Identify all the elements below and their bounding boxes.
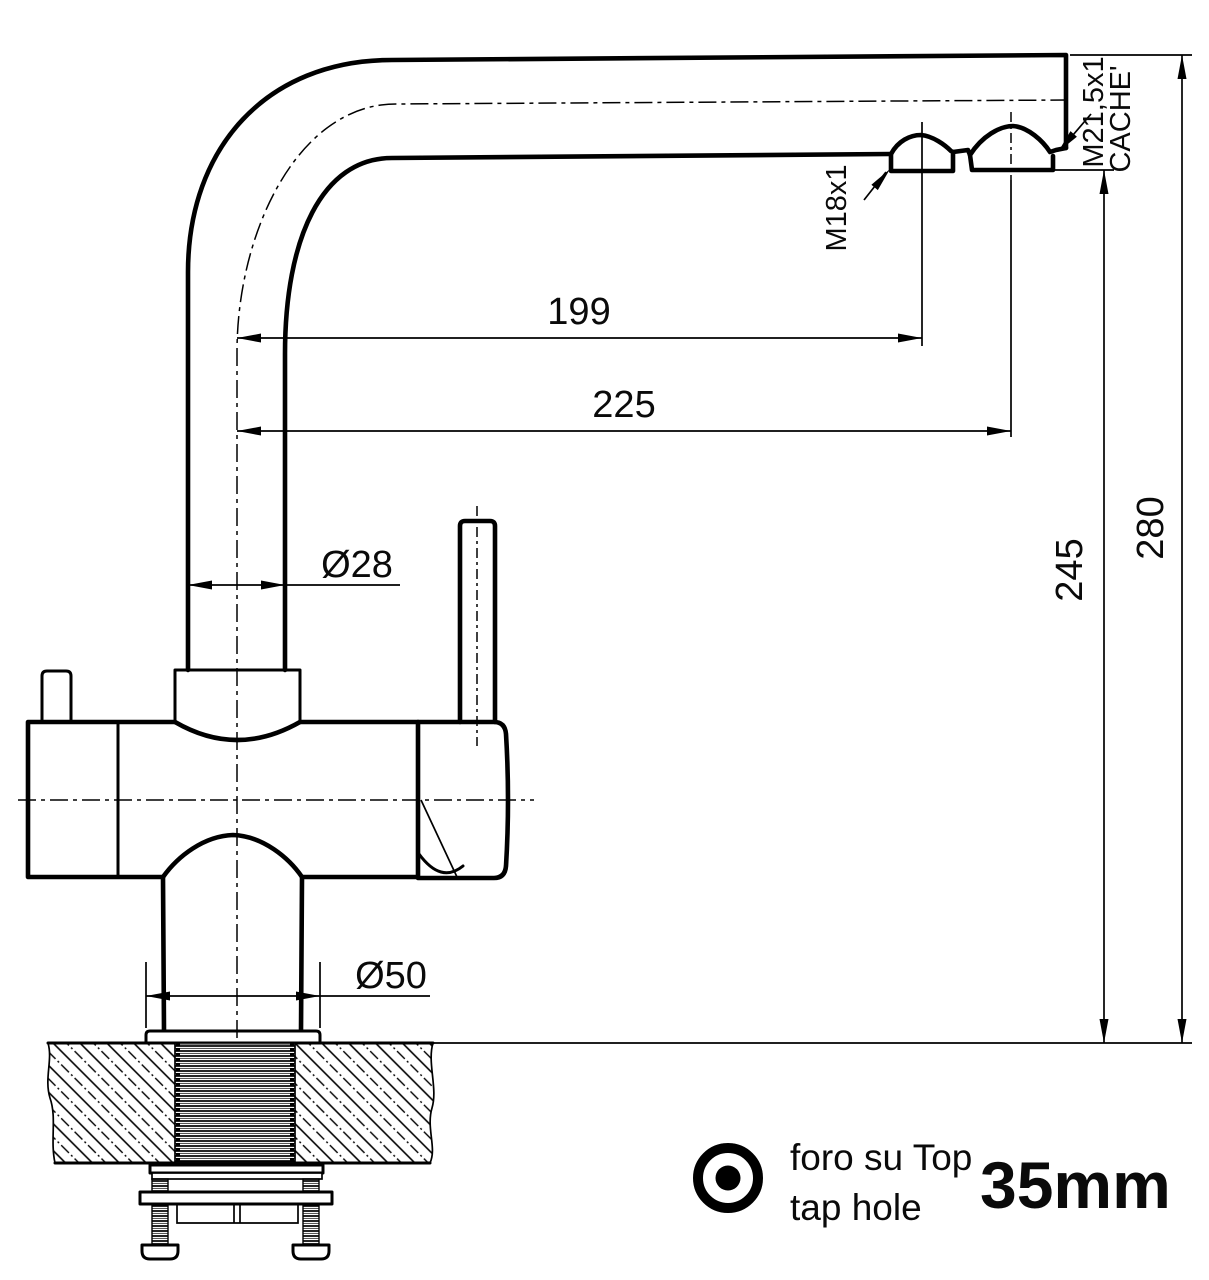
- dimension-label-245: 245: [1049, 538, 1091, 601]
- lever-tilt-arc: [417, 852, 465, 875]
- gasket-plate: [151, 1172, 323, 1180]
- bracket-lower-edge: [176, 1204, 299, 1224]
- countertop-hatch-right: [295, 1043, 434, 1163]
- dimension-225: 225: [237, 180, 1012, 437]
- thread-label-m21-line2: CACHE': [1105, 65, 1137, 172]
- spout-inner-edge: [282, 151, 894, 673]
- stud-right-lower: [302, 1203, 320, 1246]
- dimension-245: 245: [1049, 169, 1114, 1043]
- dimension-d28: Ø28: [188, 544, 400, 590]
- tap-hole-label-english: tap hole: [790, 1187, 922, 1228]
- countertop-section: [46, 1041, 435, 1261]
- centerlines: [18, 99, 1069, 1038]
- bolt-head-right: [291, 1243, 331, 1261]
- thread-label-m21-line1: M21,5x1: [1078, 56, 1110, 167]
- stud-right-upper: [302, 1178, 320, 1193]
- countertop-break-right: [429, 1042, 435, 1164]
- spout-tip-step: [950, 147, 973, 158]
- spout-outer-edge: [185, 52, 1069, 673]
- faucet-outline: [25, 52, 1069, 1045]
- countertop-hatch-left: [47, 1043, 175, 1163]
- tap-hole-label-italian: foro su Top: [790, 1137, 972, 1178]
- dimension-label-280: 280: [1130, 496, 1172, 559]
- countertop-break-left: [47, 1042, 56, 1164]
- dimension-d50: Ø50: [145, 955, 430, 1028]
- washer-plate: [148, 1163, 325, 1175]
- stud-left-upper: [151, 1178, 169, 1193]
- dimension-199: 199: [237, 122, 923, 346]
- thread-label-m18x1: M18x1: [821, 164, 853, 251]
- dimension-label-199: 199: [547, 291, 610, 333]
- threaded-shank: [175, 1043, 295, 1163]
- lever-cap: [415, 719, 511, 881]
- dimension-280: 280: [433, 54, 1192, 1044]
- stud-left-lower: [151, 1203, 169, 1246]
- dimension-label-d28: Ø28: [321, 544, 393, 586]
- left-knob: [40, 669, 73, 724]
- dimension-label-d50: Ø50: [355, 955, 427, 997]
- callout-m21-5x1: M21,5x1 CACHE': [1058, 56, 1137, 173]
- main-axis-centerline: [236, 99, 1069, 1038]
- base-flange: [144, 1029, 322, 1045]
- base-column: [160, 874, 305, 1034]
- bolt-head-left: [140, 1243, 180, 1261]
- callout-m18x1: M18x1: [821, 164, 890, 252]
- lever-tilt-line: [420, 799, 458, 878]
- base-bell: [160, 832, 305, 880]
- tap-hole-icon: [693, 1143, 763, 1213]
- tap-hole-diameter-value: 35mm: [980, 1148, 1171, 1222]
- dimension-label-225: 225: [592, 384, 655, 426]
- tap-hole-legend: foro su Top tap hole 35mm: [693, 1137, 1171, 1228]
- mounting-bracket: [138, 1190, 334, 1206]
- tip-aerator-dome: [967, 123, 1069, 173]
